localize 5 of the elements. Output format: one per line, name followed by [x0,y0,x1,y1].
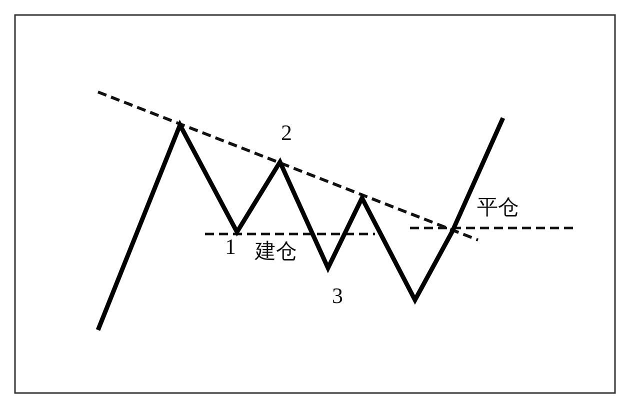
point-label: 2 [281,122,292,144]
annotation-text: 建仓 [255,241,297,262]
point-label: 1 [225,236,236,258]
annotation-text: 平仓 [477,197,519,218]
point-label: 3 [332,285,343,307]
